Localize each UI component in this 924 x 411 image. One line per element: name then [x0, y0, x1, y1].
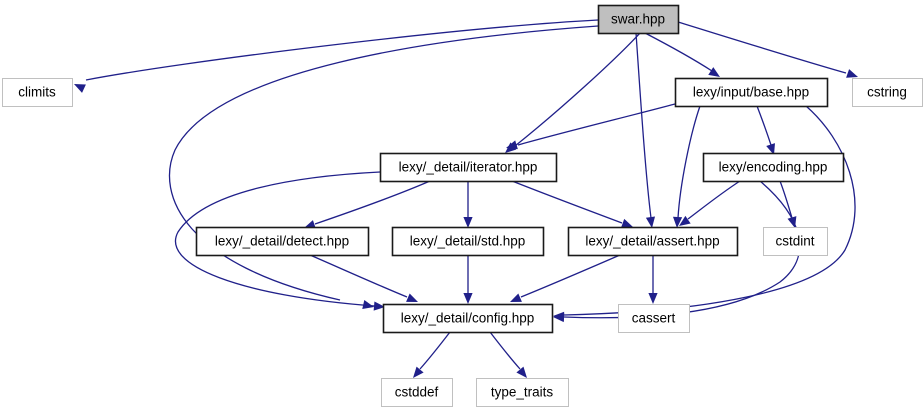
node-box-swar[interactable]	[597, 4, 680, 35]
node-label-climits: climits	[18, 85, 56, 100]
arrowhead-iterator-to-std	[463, 217, 473, 228]
edge-config-to-type_traits	[489, 331, 521, 370]
arrowhead-iterator-to-assert	[621, 218, 633, 228]
node-box-cassert[interactable]	[618, 304, 690, 333]
node-swar[interactable]: swar.hpp	[597, 4, 680, 35]
node-box-config[interactable]	[382, 303, 554, 334]
arrowhead-assert-to-cassert	[648, 293, 658, 304]
node-label-assert: lexy/_detail/assert.hpp	[585, 234, 719, 249]
node-box-climits[interactable]	[2, 78, 73, 107]
arrowhead-swar-to-climits	[74, 84, 86, 93]
node-cstring[interactable]: cstring	[852, 78, 923, 107]
arrowhead-iterator-to-config	[373, 301, 385, 311]
node-box-std[interactable]	[391, 226, 545, 257]
edge-swar-to-cstring	[677, 21, 847, 74]
node-box-cstddef[interactable]	[381, 378, 453, 407]
node-cassert[interactable]: cassert	[618, 304, 690, 333]
node-config[interactable]: lexy/_detail/config.hpp	[382, 303, 554, 334]
node-label-base: lexy/input/base.hpp	[693, 85, 809, 100]
edge-base-to-assert	[677, 105, 701, 219]
node-std[interactable]: lexy/_detail/std.hpp	[391, 226, 545, 257]
arrowhead-base-to-assert	[672, 216, 683, 228]
node-box-iterator[interactable]	[379, 152, 558, 183]
arrowhead-base-to-iterator	[506, 140, 518, 150]
arrowhead-iterator-to-detect	[304, 220, 316, 229]
node-box-base[interactable]	[674, 77, 829, 108]
node-label-swar: swar.hpp	[611, 12, 665, 27]
nodes-layer: swar.hpp climits lexy/input/base.hpp cstrin…	[2, 4, 923, 407]
edge-assert-to-config	[520, 254, 621, 298]
arrowhead-swar-to-base	[708, 67, 720, 77]
node-box-cstdint[interactable]	[763, 227, 828, 256]
edge-encoding-to-assert	[687, 180, 741, 220]
edge-base-to-encoding	[756, 105, 772, 146]
edge-iterator-to-assert	[511, 180, 623, 224]
arrowhead-swar-to-config	[362, 300, 374, 310]
node-label-detect: lexy/_detail/detect.hpp	[215, 234, 349, 249]
arrowhead-config-to-cstddef	[413, 366, 424, 378]
node-label-cstddef: cstddef	[395, 385, 439, 400]
edge-swar-to-base	[644, 32, 713, 72]
node-label-cstring: cstring	[867, 85, 907, 100]
node-cstdint[interactable]: cstdint	[763, 227, 828, 256]
arrowhead-swar-to-cstring	[846, 69, 858, 78]
node-label-encoding: lexy/encoding.hpp	[719, 160, 828, 175]
edge-encoding-to-cstdint	[779, 180, 793, 219]
node-cstddef[interactable]: cstddef	[381, 378, 453, 407]
arrowhead-swar-to-assert	[645, 216, 656, 228]
arrowhead-detect-to-config	[406, 293, 418, 302]
node-label-cstdint: cstdint	[775, 234, 814, 249]
arrowhead-encoding-to-config	[553, 312, 565, 323]
edge-config-to-cstddef	[419, 331, 451, 370]
arrowhead-assert-to-config	[510, 293, 522, 302]
node-type_traits[interactable]: type_traits	[476, 378, 569, 407]
edge-base-to-config	[563, 105, 856, 316]
node-label-config: lexy/_detail/config.hpp	[401, 311, 535, 326]
node-box-detect[interactable]	[195, 226, 370, 257]
arrowhead-encoding-to-cstdint	[787, 216, 797, 228]
node-box-assert[interactable]	[567, 226, 739, 257]
node-base[interactable]: lexy/input/base.hpp	[674, 77, 829, 108]
node-box-encoding[interactable]	[702, 152, 845, 183]
node-box-cstring[interactable]	[852, 78, 923, 107]
node-encoding[interactable]: lexy/encoding.hpp	[702, 152, 845, 183]
node-climits[interactable]: climits	[2, 78, 73, 107]
arrowhead-config-to-type_traits	[516, 366, 527, 378]
node-label-iterator: lexy/_detail/iterator.hpp	[399, 160, 538, 175]
node-assert[interactable]: lexy/_detail/assert.hpp	[567, 226, 739, 257]
edge-iterator-to-detect	[314, 180, 431, 225]
node-label-std: lexy/_detail/std.hpp	[410, 234, 526, 249]
arrowhead-base-to-encoding	[766, 143, 775, 155]
edges-layer	[74, 19, 858, 378]
edge-swar-to-iterator	[514, 32, 641, 147]
arrowhead-encoding-to-assert	[679, 215, 691, 226]
edge-detect-to-config	[309, 254, 408, 298]
node-box-type_traits[interactable]	[476, 378, 569, 407]
edge-base-to-iterator	[517, 103, 676, 146]
edge-iterator-to-config	[174, 171, 381, 307]
node-label-cassert: cassert	[632, 311, 676, 326]
node-label-type_traits: type_traits	[491, 385, 554, 400]
node-detect[interactable]: lexy/_detail/detect.hpp	[195, 226, 370, 257]
edge-swar-to-assert	[635, 32, 652, 219]
node-iterator[interactable]: lexy/_detail/iterator.hpp	[379, 152, 558, 183]
edge-swar-to-climits	[85, 19, 599, 81]
arrowhead-std-to-config	[463, 293, 473, 304]
